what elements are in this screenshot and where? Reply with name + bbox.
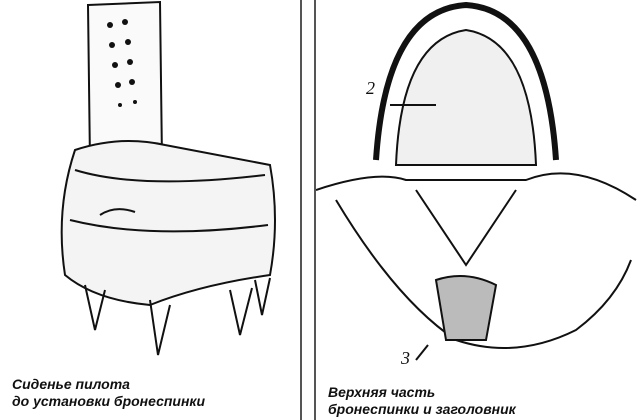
headrest-illustration (316, 1, 637, 361)
right-caption: Верхняя часть бронеспинки и заголовник (328, 384, 516, 418)
panel-divider-left (300, 0, 302, 420)
left-panel: Сиденье пилота до установки бронеспинки (0, 0, 300, 420)
left-caption-line2: до установки бронеспинки (12, 393, 206, 409)
left-caption-line1: Сиденье пилота (12, 376, 130, 392)
pilot-seat-illustration (60, 0, 276, 356)
right-caption-line1: Верхняя часть (328, 384, 436, 400)
callout-2: 2 (366, 78, 375, 98)
panel-divider-right (314, 0, 316, 420)
left-caption: Сиденье пилота до установки бронеспинки (12, 376, 205, 410)
right-caption-line2: бронеспинки и заголовник (328, 401, 516, 417)
callout-3: 3 (401, 348, 410, 368)
right-panel: 2 3 Верхняя часть бронеспинки и заголовн… (316, 0, 640, 420)
